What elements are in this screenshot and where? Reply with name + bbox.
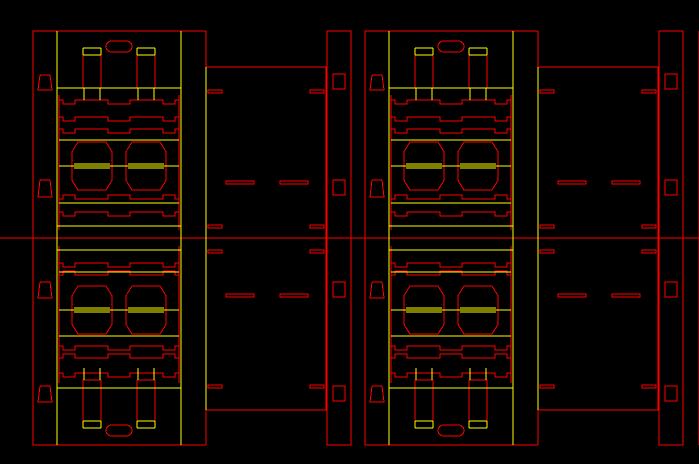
layout-right-right-square-4 bbox=[664, 385, 678, 402]
layout-right-lower-notch-3 bbox=[391, 345, 511, 351]
layout-left-side-slot-left-a bbox=[207, 89, 223, 94]
layout-left-left-tab-2 bbox=[37, 179, 53, 198]
layout-right-upper-cutout-left bbox=[403, 141, 445, 191]
layout-left-upper-notch-4 bbox=[59, 194, 179, 200]
layout-right-side-slot-left-d bbox=[539, 384, 555, 389]
layout-right-side-slot-right-d bbox=[641, 384, 657, 389]
layout-left-top-tab-2 bbox=[136, 54, 156, 89]
layout-right-upper-notch-1 bbox=[391, 99, 511, 105]
layout-left-upper-notch-1 bbox=[59, 99, 179, 105]
layout-left-lower-notch-5 bbox=[59, 372, 179, 378]
layout-right-left-tab-4 bbox=[369, 385, 385, 403]
layout-left-right-square-3 bbox=[332, 281, 346, 298]
layout-right-upper-notch-3 bbox=[391, 128, 511, 134]
layout-right-side-slot-right-b bbox=[641, 224, 657, 229]
layout-left-side-slot-center-lower-1 bbox=[225, 293, 255, 298]
layout-right-side-slot-center-upper-1 bbox=[557, 180, 587, 185]
layout-right-side-slot-center-lower-2 bbox=[611, 293, 641, 298]
layout-right-lower-notch-5 bbox=[391, 372, 511, 378]
layout-left-left-tab-4 bbox=[37, 385, 53, 403]
layout-left-side-slot-center-lower-2 bbox=[279, 293, 309, 298]
layout-right-right-square-2 bbox=[664, 179, 678, 196]
layout-left-lower-notch-2 bbox=[59, 270, 179, 276]
layout-left-upper-cutout-right bbox=[125, 141, 167, 191]
cut-lines-layer bbox=[0, 30, 699, 446]
layout-left-side-slot-left-d bbox=[207, 384, 223, 389]
layout-left-bottom-tab-1 bbox=[82, 379, 102, 422]
layout-right-lower-notch-1 bbox=[391, 262, 511, 268]
layout-left-right-square-2 bbox=[332, 179, 346, 196]
layout-right-upper-cutout-right bbox=[457, 141, 499, 191]
layout-left-lower-notch-4 bbox=[59, 353, 179, 359]
layout-right-right-square-3 bbox=[664, 281, 678, 298]
layout-right-side-slot-center-upper-2 bbox=[611, 180, 641, 185]
layout-right-side-slot-right-c bbox=[641, 249, 657, 254]
layout-left-side-slot-right-d bbox=[309, 384, 325, 389]
layout-right-lower-cutout-left bbox=[403, 285, 445, 335]
layout-left-left-tab-3 bbox=[37, 281, 53, 299]
layout-right-upper-notch-5 bbox=[391, 211, 511, 217]
layout-left-lower-cutout-left bbox=[71, 285, 113, 335]
layout-right-slot-bottom bbox=[437, 424, 465, 437]
layout-left-upper-notch-5 bbox=[59, 211, 179, 217]
layout-left-side-slot-left-c bbox=[207, 249, 223, 254]
layout-left-slot-bottom bbox=[105, 424, 133, 437]
layout-right-left-tab-2 bbox=[369, 179, 385, 198]
layout-left-lower-notch-3 bbox=[59, 345, 179, 351]
layout-right-top-tab-2 bbox=[468, 54, 488, 89]
layout-left-slot-top bbox=[105, 40, 133, 53]
layout-left-side-slot-center-upper-1 bbox=[225, 180, 255, 185]
layout-left-upper-notch-2 bbox=[59, 116, 179, 122]
layout-left-upper-notch-3 bbox=[59, 128, 179, 134]
layout-left-side-slot-right-a bbox=[309, 89, 325, 94]
layout-right-bottom-tab-1 bbox=[414, 379, 434, 422]
layout-right-lower-notch-4 bbox=[391, 353, 511, 359]
layout-left-left-tab-1 bbox=[37, 74, 53, 91]
layout-left-right-square-4 bbox=[332, 385, 346, 402]
layout-left-right-square-1 bbox=[332, 73, 346, 90]
layout-right-left-tab-3 bbox=[369, 281, 385, 299]
layout-left-upper-cutout-left bbox=[71, 141, 113, 191]
layout-right-lower-cutout-right bbox=[457, 285, 499, 335]
layout-right-right-square-1 bbox=[664, 73, 678, 90]
layout-right-lower-notch-2 bbox=[391, 270, 511, 276]
layout-right-side-slot-right-a bbox=[641, 89, 657, 94]
layout-left-lower-notch-1 bbox=[59, 262, 179, 268]
layout-right-side-slot-left-c bbox=[539, 249, 555, 254]
layout-left-top-tab-1 bbox=[82, 54, 102, 89]
layout-right-upper-notch-2 bbox=[391, 116, 511, 122]
layout-right-side-slot-center-lower-1 bbox=[557, 293, 587, 298]
layout-left-side-slot-center-upper-2 bbox=[279, 180, 309, 185]
layout-left-side-slot-right-c bbox=[309, 249, 325, 254]
layout-left-side-slot-right-b bbox=[309, 224, 325, 229]
layout-right-slot-top bbox=[437, 40, 465, 53]
layout-left-side-slot-left-b bbox=[207, 224, 223, 229]
layout-right-bottom-tab-2 bbox=[468, 379, 488, 422]
layout-right-left-tab-1 bbox=[369, 74, 385, 91]
layout-right-top-tab-1 bbox=[414, 54, 434, 89]
layout-right-upper-notch-4 bbox=[391, 194, 511, 200]
layout-right-side-slot-left-b bbox=[539, 224, 555, 229]
layout-left-lower-cutout-right bbox=[125, 285, 167, 335]
layout-right-side-slot-left-a bbox=[539, 89, 555, 94]
crease-lines-layer bbox=[56, 31, 539, 445]
layout-left-bottom-tab-2 bbox=[136, 379, 156, 422]
